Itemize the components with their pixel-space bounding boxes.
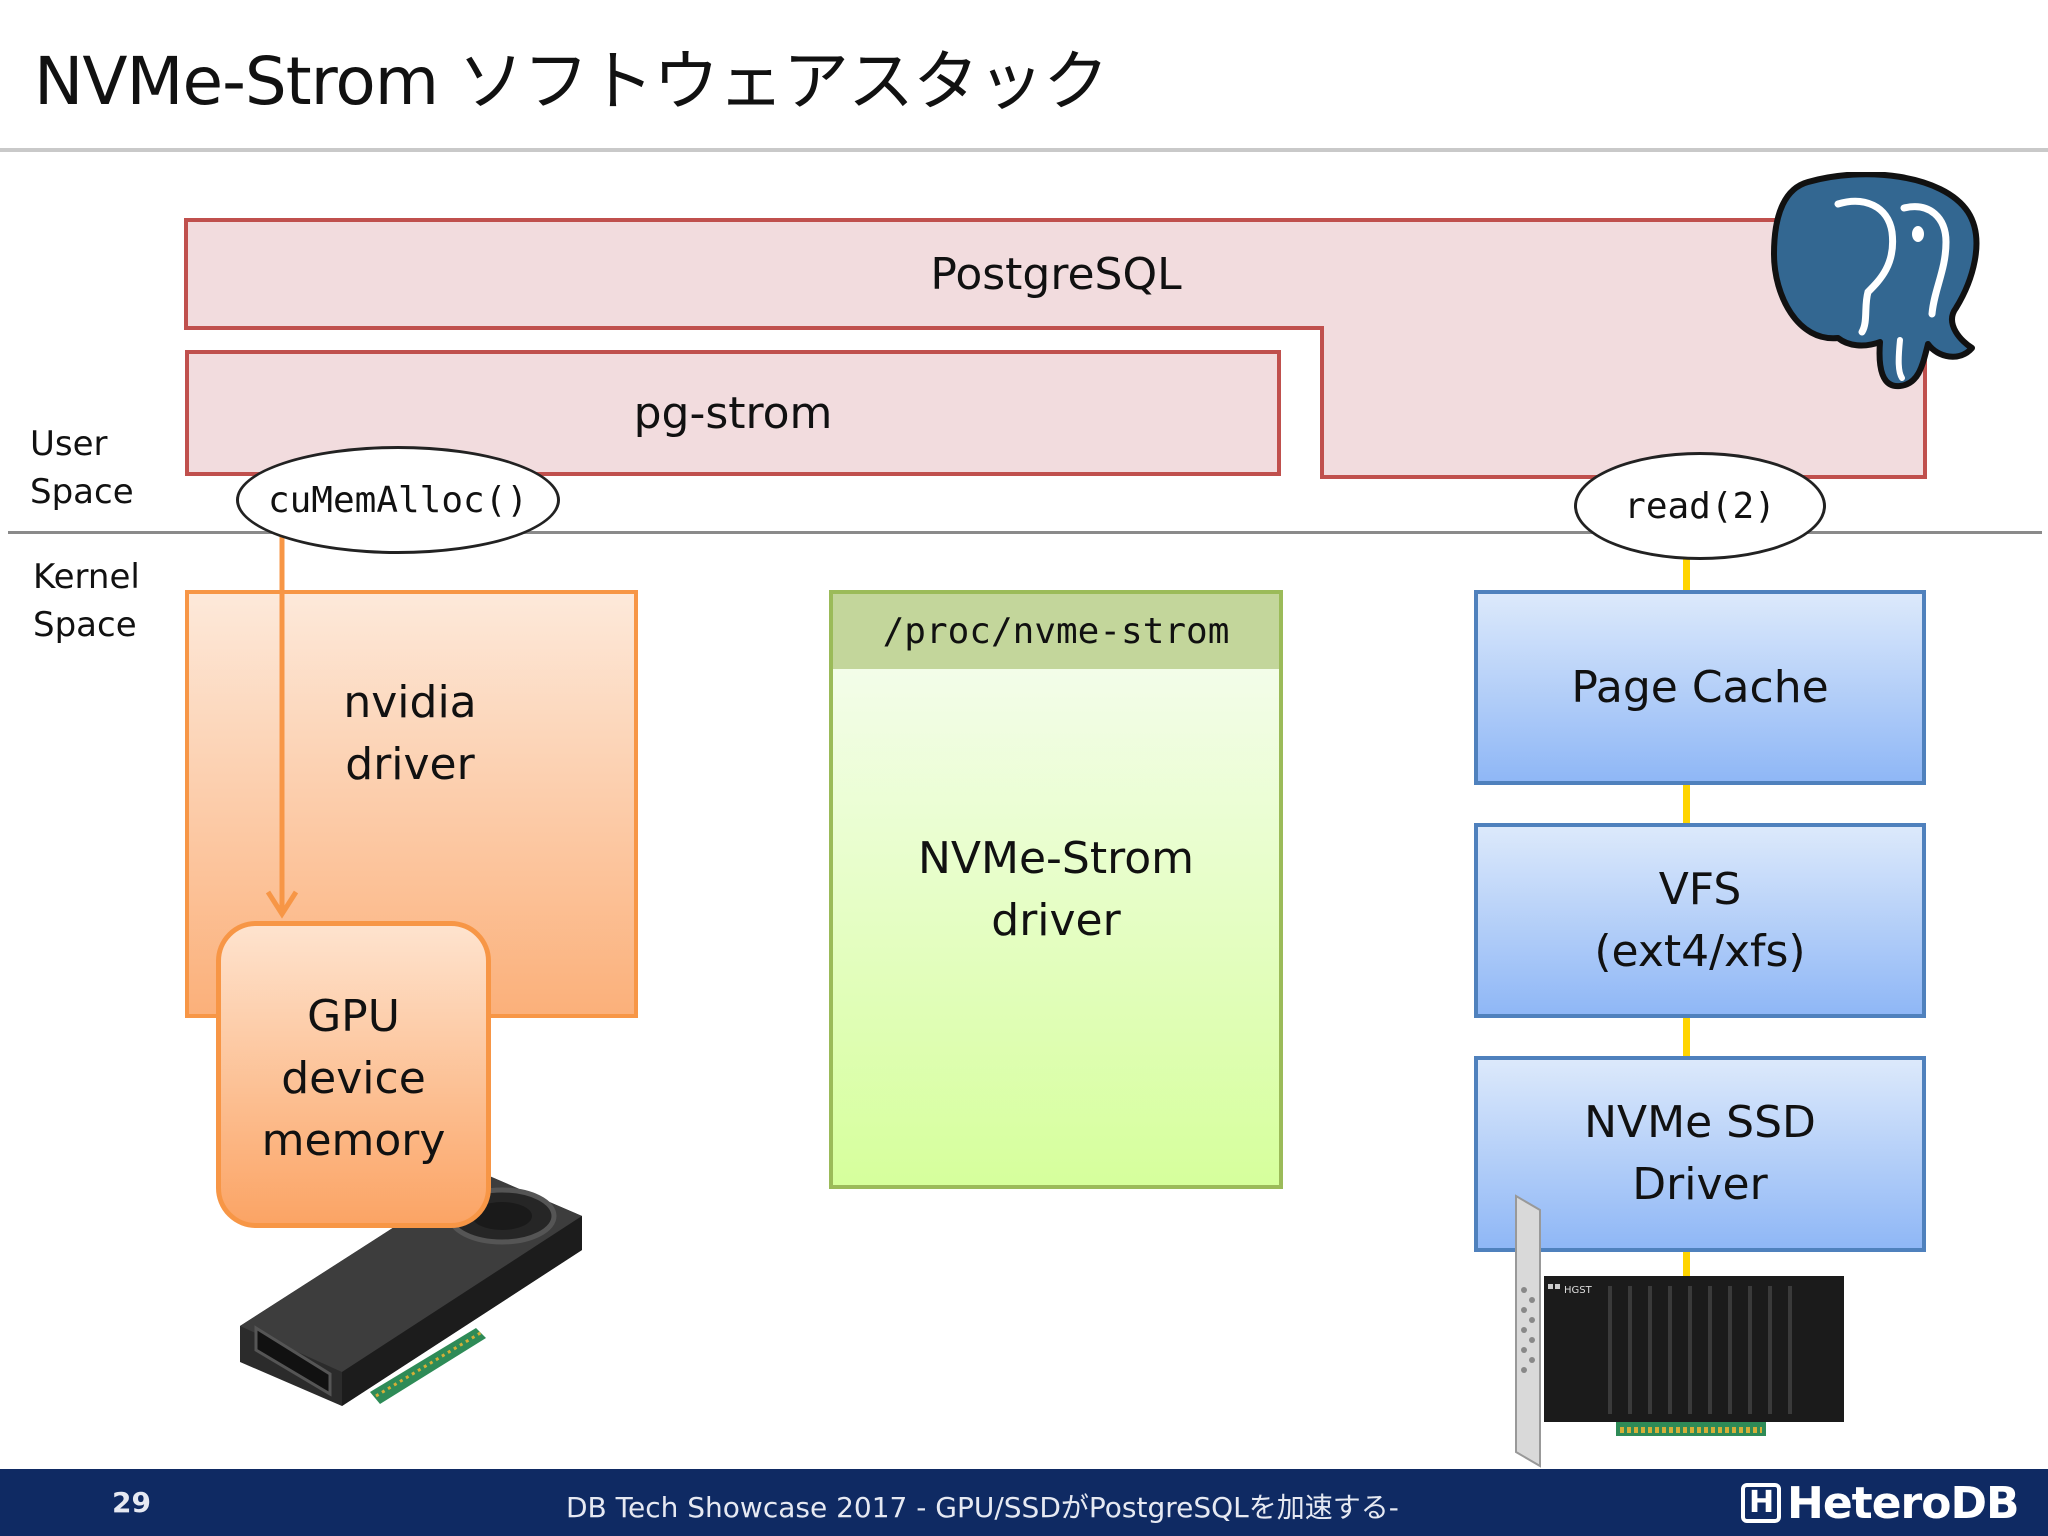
- connector-page-cache-vfs: [1683, 783, 1690, 825]
- brand-name: HeteroDB: [1787, 1477, 2020, 1529]
- read-call: read(2): [1574, 452, 1826, 560]
- footer-bar: [0, 1469, 2048, 1536]
- proc-nvme-strom-header: /proc/nvme-strom: [829, 590, 1283, 672]
- vfs-box: VFS (ext4/xfs): [1474, 823, 1926, 1018]
- page-number: 29: [112, 1486, 151, 1519]
- elephant-icon: [1771, 172, 1980, 390]
- nvme-ssd-driver-box: NVMe SSD Driver: [1474, 1056, 1926, 1252]
- slide-title: NVMe-Strom ソフトウェアスタック: [34, 43, 1109, 120]
- page-cache-box: Page Cache: [1474, 590, 1926, 785]
- title-divider: [0, 148, 2048, 152]
- nvme-strom-driver-label: NVMe-Strom driver: [917, 833, 1194, 946]
- nvme-ssd-card-icon: HGST: [1515, 1194, 1844, 1468]
- gpu-card-icon: [240, 1172, 582, 1406]
- heterodb-logo: H HeteroDB: [1741, 1477, 2020, 1529]
- connector-nvme-card: [1683, 1250, 1690, 1280]
- cumemalloc-call: cuMemAlloc(): [236, 446, 560, 554]
- footer-caption: DB Tech Showcase 2017 - GPU/SSDがPostgreS…: [566, 1491, 1399, 1524]
- user-kernel-divider: [8, 531, 2042, 534]
- nvidia-driver-label: nvidia driver: [343, 677, 477, 790]
- nvme-strom-driver-box: [829, 669, 1283, 1189]
- connector-read-page-cache: [1683, 558, 1690, 592]
- gpu-device-memory-box: GPU device memory: [216, 921, 491, 1228]
- ssd-brand-text: HGST: [1564, 1285, 1593, 1296]
- heterodb-mark-icon: H: [1741, 1483, 1781, 1523]
- connector-vfs-nvme: [1683, 1016, 1690, 1058]
- kernel-space-label: Kernel Space: [33, 557, 140, 645]
- user-space-label: User Space: [30, 424, 134, 512]
- postgresql-label: PostgreSQL: [930, 248, 1182, 300]
